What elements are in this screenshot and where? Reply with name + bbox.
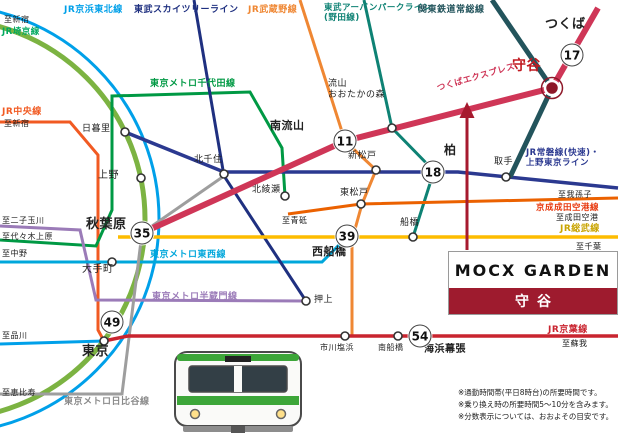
station-dot-toride <box>501 172 511 182</box>
station-dot-nippori <box>120 127 130 137</box>
station-dot-moriya <box>543 79 561 97</box>
location-arrow-head <box>459 102 475 118</box>
note-line-1: ※通勤時間帯(平日8時台)の所要時間です。 <box>458 388 602 397</box>
line-metro-hanzomon <box>0 224 307 303</box>
line-jr-chuo <box>0 120 106 342</box>
brand-box: MOCX GARDEN 守谷 <box>448 251 618 315</box>
notes: ※通勤時間帯(平日8時台)の所要時間です。 ※乗り換え時の所要時間5〜10分を含… <box>458 387 618 423</box>
line-jr-keihin-tohoku-loop <box>0 10 161 428</box>
line-metro-chiyoda <box>0 90 287 248</box>
station-dot-tokyo <box>99 336 109 346</box>
line-jr-joban <box>124 130 619 190</box>
note-line-3: ※分数表示については、おおよその目安です。 <box>458 412 614 421</box>
line-metro-hibiya <box>0 174 225 396</box>
train-illustration <box>174 351 302 433</box>
line-jr-yamanote-loop <box>0 24 148 414</box>
train-body-stripe <box>177 396 299 405</box>
station-dot-kita-ayase <box>280 191 290 201</box>
station-dot-otemachi <box>107 257 117 267</box>
train-headlight-left <box>189 408 201 420</box>
line-metro-tozai <box>0 235 349 264</box>
line-keisei-sky-access <box>287 196 619 216</box>
station-dot-funabashi <box>408 232 418 242</box>
location-arrow <box>459 102 475 250</box>
station-dot-higashi-matsudo <box>356 199 366 209</box>
station-dot-kita-senju <box>219 169 229 179</box>
station-dot-ueno <box>136 173 146 183</box>
station-dots-layer <box>99 76 564 346</box>
train-headlight-right <box>275 408 287 420</box>
line-tobu-skytree <box>192 0 308 302</box>
station-dot-oshiage <box>301 296 311 306</box>
brand-logo: MOCX GARDEN <box>454 260 612 280</box>
brand-location-banner: 守谷 <box>449 288 617 314</box>
station-dot-nagareyama-otakanomori <box>387 123 397 133</box>
station-dot-minami-funabashi <box>393 331 403 341</box>
station-dot-shin-matsudo <box>371 165 381 175</box>
station-dot-ring-moriya <box>540 76 564 100</box>
train-window-pillar <box>234 366 242 392</box>
train-destination-sign <box>225 356 251 362</box>
line-jr-keiyo <box>103 334 618 343</box>
line-jr-keihin-tohoku-stub <box>0 339 105 346</box>
train-coupler <box>231 426 245 433</box>
note-line-2: ※乗り換え時の所要時間5〜10分を含みます。 <box>458 400 613 409</box>
line-jr-musashino <box>298 0 378 336</box>
station-dot-ichikawa-shiohama <box>340 331 350 341</box>
